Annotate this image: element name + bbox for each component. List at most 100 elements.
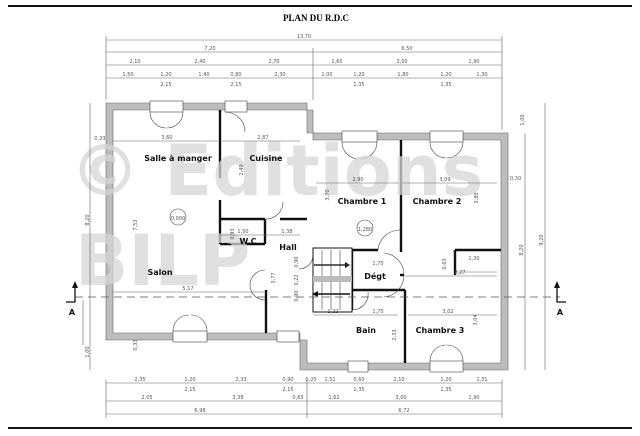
dim: 1,75 (372, 309, 383, 315)
dim: 1,35 (353, 387, 364, 393)
dim: 1,00 (321, 72, 332, 78)
dim: 5,17 (182, 286, 193, 292)
dim: 0,80 (230, 72, 241, 78)
dim: 2,70 (268, 59, 279, 65)
dim: 2,90 (352, 177, 363, 183)
level-left: 0,000 (171, 216, 185, 222)
dim: 1,50 (237, 229, 248, 235)
dim: 2,15 (282, 387, 293, 393)
dim: 3,77 (271, 272, 277, 283)
section-label-left: A (69, 308, 76, 317)
dim: 0,90 (294, 256, 300, 267)
plan-title: PLAN DU R.D.C (283, 13, 349, 23)
dim: 3,80 (474, 192, 480, 203)
level-markers: 0,000 1,280 (169, 208, 374, 237)
watermark-line2: BILP (75, 220, 250, 302)
side-dimensions: 0,33 8,20 1,00 0,33 1,00 0,30 9,20 8,20 (85, 114, 545, 357)
dim: 1,31 (476, 377, 487, 383)
dim: 3,00 (395, 395, 406, 401)
dim: 0,33 (133, 339, 139, 350)
dim: 1,20 (160, 72, 171, 78)
dim: 2,33 (235, 377, 246, 383)
bottom-dimensions: 2,35 1,20 2,33 0,90 0,20 1,51 0,60 2,10 … (134, 377, 487, 414)
dim: 1,35 (353, 82, 364, 88)
dim: 0,90 (282, 377, 293, 383)
dim: 6,72 (398, 408, 409, 414)
dim: 1,30 (468, 256, 479, 262)
interior-dimensions: 3,60 2,87 2,49 7,53 1,50 0,93 1,38 3,77 … (113, 135, 497, 341)
dim: 0,20 (305, 377, 316, 383)
dim: 6,50 (401, 46, 412, 52)
dim: 0,22 (294, 274, 300, 285)
dim: 2,10 (129, 59, 140, 65)
dim: 3,04 (473, 314, 479, 325)
dim: 1,62 (328, 395, 339, 401)
dim: 0,65 (292, 395, 303, 401)
room-chambre-2: Chambre 2 (413, 197, 462, 206)
dim: 0,90 (294, 290, 300, 301)
dim: 7,20 (204, 46, 215, 52)
dim: 2,33 (392, 329, 398, 340)
dim: 1,50 (122, 72, 133, 78)
dim: 1,00 (520, 114, 526, 125)
dim: 0,60 (353, 377, 364, 383)
room-bain: Bain (356, 326, 376, 335)
room-salle-a-manger: Salle à manger (144, 154, 212, 163)
dim: 2,10 (393, 377, 404, 383)
room-chambre-1: Chambre 1 (338, 197, 387, 206)
dim: 1,38 (281, 229, 292, 235)
dim: 2,30 (274, 72, 285, 78)
exterior-walls (105, 102, 509, 371)
dim: 1,90 (468, 59, 479, 65)
watermark-line1: © Editions (70, 130, 483, 212)
dim: 2,05 (141, 395, 152, 401)
section-line-a: A A (66, 281, 566, 317)
level-right: 1,280 (358, 227, 372, 233)
dim: 2,15 (184, 387, 195, 393)
dim: 7,53 (133, 219, 139, 230)
dim: 0,63 (442, 258, 448, 269)
section-label-right: A (557, 308, 564, 317)
dim: 3,70 (325, 189, 331, 200)
dim: 0,30 (510, 176, 521, 182)
room-wc: W.C (239, 237, 256, 246)
dim: 2,49 (239, 164, 245, 175)
room-degt: Dégt (364, 271, 386, 281)
dim-top-total: 13,70 (297, 34, 311, 40)
dim: 1,00 (85, 346, 91, 357)
windows (149, 100, 464, 373)
dim: 2,40 (194, 59, 205, 65)
dim: 0,93 (230, 228, 236, 239)
dim: 3,02 (442, 309, 453, 315)
dim: 1,75 (372, 261, 383, 267)
room-hall: Hall (279, 243, 297, 252)
dim: 1,40 (198, 72, 209, 78)
room-cuisine: Cuisine (250, 154, 284, 163)
dim: 8,20 (85, 214, 91, 225)
dim: 1,22 (327, 309, 338, 315)
dim: 2,87 (257, 135, 268, 141)
dim: 2,35 (134, 377, 145, 383)
dim: 1,90 (468, 395, 479, 401)
dim: 1,20 (440, 377, 451, 383)
dim: 2,27 (454, 270, 465, 276)
room-salon: Salon (147, 268, 172, 277)
dim: 6,98 (194, 408, 205, 414)
room-chambre-3: Chambre 3 (416, 326, 465, 335)
dim: 3,38 (232, 395, 243, 401)
dim: 0,33 (94, 136, 105, 142)
room-labels: Salle à manger Cuisine Salon W.C Hall Ch… (144, 154, 464, 335)
dim: 1,20 (353, 72, 364, 78)
dim: 1,35 (440, 387, 451, 393)
staircase (312, 247, 353, 313)
dim: 3,60 (161, 135, 172, 141)
dim: 1,51 (324, 377, 335, 383)
dim: 3,00 (396, 59, 407, 65)
dim: 8,20 (519, 244, 525, 255)
dim: 2,15 (230, 82, 241, 88)
dim: 1,35 (440, 82, 451, 88)
dim: 3,09 (439, 177, 450, 183)
top-dimensions: 13,70 7,20 6,50 2,10 2,40 2,70 1,60 3,00… (122, 34, 487, 88)
dim: 1,80 (397, 72, 408, 78)
